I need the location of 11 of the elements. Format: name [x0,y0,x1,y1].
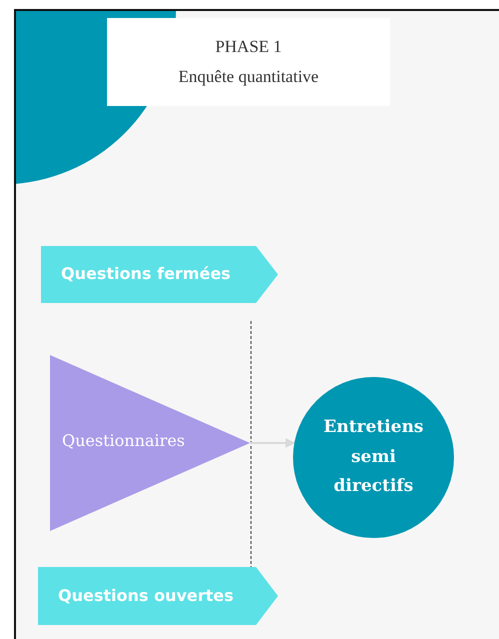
triangle-shape [50,355,250,531]
pentagon-tag [38,567,278,625]
title-text: Enquête quantitative [178,66,319,88]
node-label: Questions fermées [61,264,231,285]
node-label: Questions ouvertes [58,586,234,606]
title-text: PHASE 1 [215,36,282,58]
node-label: Entretiens semi directifs [322,416,424,498]
node-label: Questionnaires [62,430,185,452]
pentagon-tag [41,246,278,303]
title-box [107,18,390,106]
arrow [250,438,296,448]
